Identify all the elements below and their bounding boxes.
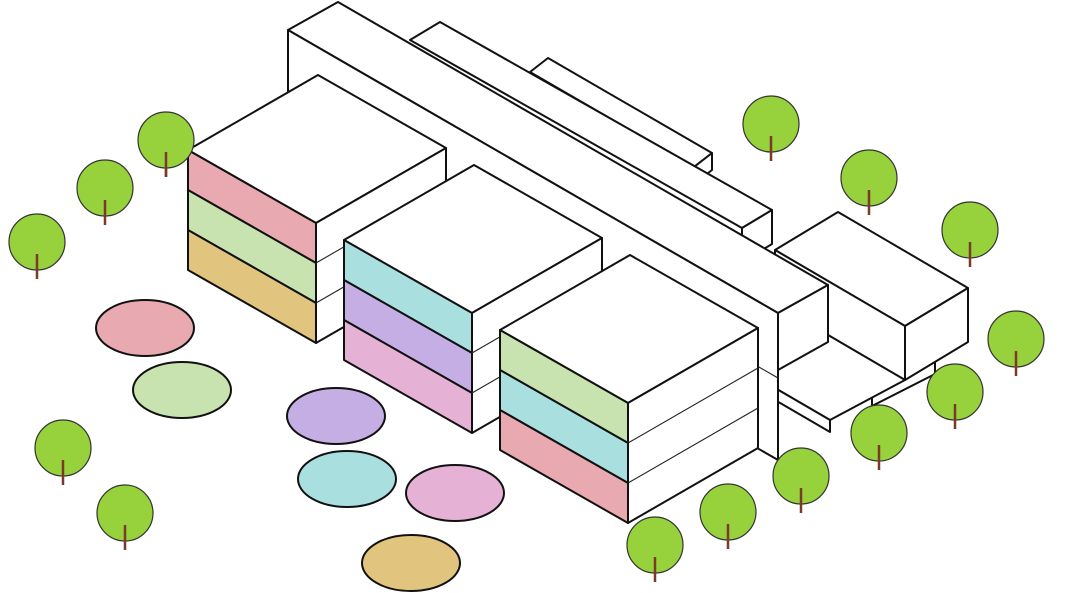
trees [8,95,1045,582]
ellipse-pink-red [95,299,195,357]
back-slabs [409,21,773,263]
tree [96,484,154,550]
tree [941,201,999,267]
tree [850,404,908,470]
tree [8,213,66,279]
color-ellipses [95,299,505,592]
ellipse-ochre [361,534,461,592]
main-bar-right [777,284,829,371]
tree [926,363,984,429]
tree [626,516,684,582]
right-block [499,254,759,524]
ellipse-cyan [297,450,397,508]
ellipse-light-green [132,361,232,419]
tree [987,310,1045,376]
tree [772,447,830,513]
tree [137,111,195,177]
ellipse-pink [405,464,505,522]
tree [76,159,134,225]
tree [34,419,92,485]
tree [699,483,757,549]
tree [840,149,898,215]
right-block-side-line-1 [627,367,759,444]
ellipse-purple [286,387,386,445]
tree [742,95,800,161]
right-block-side-line-2 [627,407,759,484]
